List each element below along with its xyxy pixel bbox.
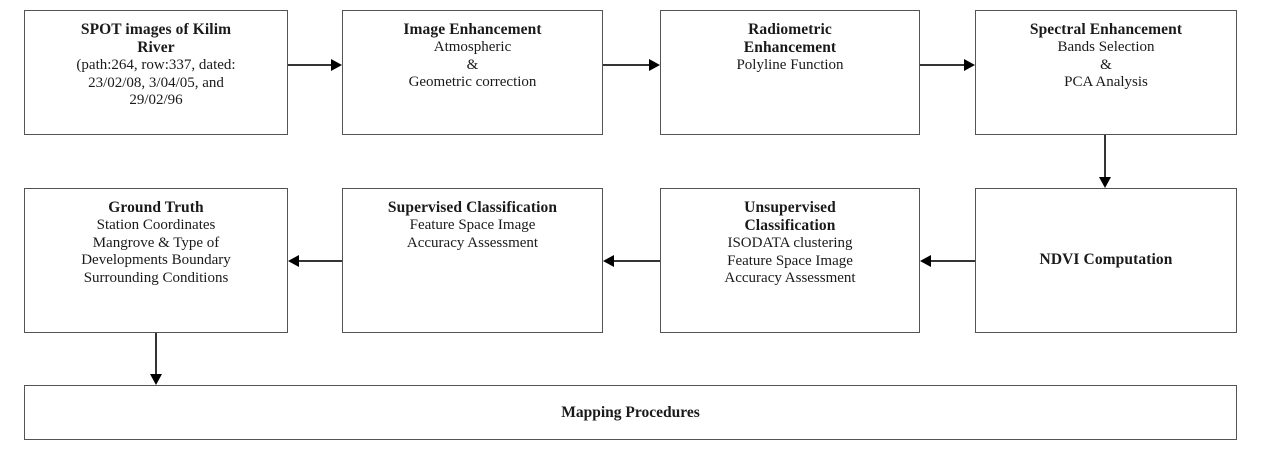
node-radiometric-enhancement[interactable]: Radiometric Enhancement Polyline Functio… [660, 10, 920, 135]
node-spot-images[interactable]: SPOT images of Kilim River (path:264, ro… [24, 10, 288, 135]
connector-shaft [155, 333, 157, 376]
node-body: Atmospheric & Geometric correction [408, 39, 537, 91]
arrowhead-left-icon [603, 255, 614, 267]
node-title: Spectral Enhancement [1029, 21, 1183, 38]
node-title: Ground Truth [108, 199, 204, 216]
node-title: Radiometric Enhancement [743, 21, 837, 57]
node-body: Bands Selection & PCA Analysis [1057, 39, 1155, 91]
connector-ndvi-to-unsupervised [920, 255, 975, 267]
arrowhead-left-icon [288, 255, 299, 267]
arrowhead-right-icon [964, 59, 975, 71]
node-ground-truth[interactable]: Ground Truth Station Coordinates Mangrov… [24, 188, 288, 333]
node-title: Image Enhancement [403, 21, 542, 38]
node-image-enhancement[interactable]: Image Enhancement Atmospheric & Geometri… [342, 10, 603, 135]
connector-radiometric-to-spectral [920, 59, 975, 71]
connector-shaft [603, 64, 650, 66]
arrowhead-right-icon [331, 59, 342, 71]
node-body: Polyline Function [736, 57, 844, 74]
connector-shaft [920, 64, 965, 66]
node-body: (path:264, row:337, dated: 23/02/08, 3/0… [76, 57, 236, 109]
node-supervised-classification[interactable]: Supervised Classification Feature Space … [342, 188, 603, 333]
node-title: Mapping Procedures [561, 403, 700, 421]
connector-unsupervised-to-supervised [603, 255, 660, 267]
connector-shaft [930, 260, 975, 262]
connector-shaft [288, 64, 332, 66]
node-ndvi-computation[interactable]: NDVI Computation [975, 188, 1237, 333]
connector-shaft [298, 260, 342, 262]
connector-ground-truth-to-mapping-procedures [150, 333, 162, 385]
connector-shaft [1104, 135, 1106, 179]
arrowhead-down-icon [1099, 177, 1111, 188]
node-title: SPOT images of Kilim River [80, 21, 232, 57]
node-body: ISODATA clustering Feature Space Image A… [724, 235, 856, 287]
connector-image-enhancement-to-radiometric [603, 59, 660, 71]
node-body: Station Coordinates Mangrove & Type of D… [81, 217, 231, 286]
node-title: NDVI Computation [1039, 251, 1173, 269]
arrowhead-right-icon [649, 59, 660, 71]
connector-spectral-to-ndvi [1099, 135, 1111, 188]
node-title: Supervised Classification [387, 199, 558, 216]
node-body: Feature Space Image Accuracy Assessment [406, 217, 539, 251]
node-unsupervised-classification[interactable]: Unsupervised Classification ISODATA clus… [660, 188, 920, 333]
connector-supervised-to-ground-truth [288, 255, 342, 267]
arrowhead-down-icon [150, 374, 162, 385]
node-spectral-enhancement[interactable]: Spectral Enhancement Bands Selection & P… [975, 10, 1237, 135]
connector-spot-to-image-enhancement [288, 59, 342, 71]
node-title: Unsupervised Classification [744, 199, 836, 235]
arrowhead-left-icon [920, 255, 931, 267]
connector-shaft [613, 260, 660, 262]
node-mapping-procedures[interactable]: Mapping Procedures [24, 385, 1237, 440]
